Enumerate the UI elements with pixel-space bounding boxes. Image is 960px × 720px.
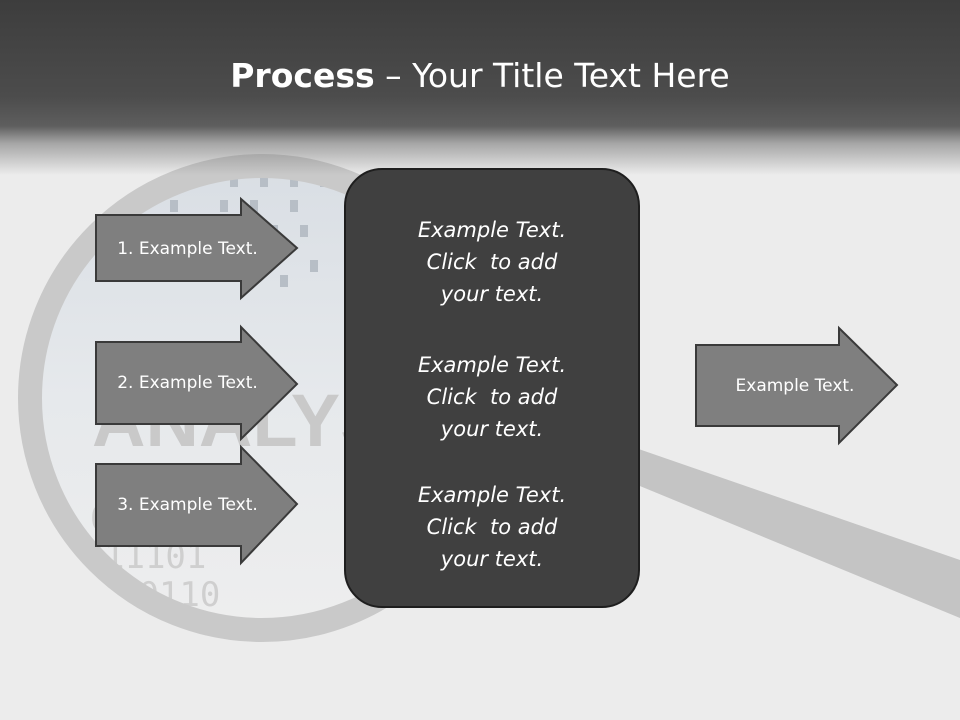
panel-line: your text.	[440, 417, 544, 441]
slide-title[interactable]: Process – Your Title Text Here	[0, 52, 960, 100]
right-arrow-shape-icon	[95, 444, 299, 566]
panel-line: your text.	[440, 547, 544, 571]
panel-text-block-3[interactable]: Example Text. Click to add your text.	[346, 479, 638, 575]
title-bar	[0, 0, 960, 175]
panel-text-block-1[interactable]: Example Text. Click to add your text.	[346, 214, 638, 310]
right-arrow-shape-icon	[95, 196, 299, 301]
step-arrow-1[interactable]: 1. Example Text.	[95, 196, 300, 301]
panel-line: Example Text.	[417, 218, 567, 242]
right-arrow-shape-icon	[695, 325, 899, 446]
panel-text-block-2[interactable]: Example Text. Click to add your text.	[346, 349, 638, 445]
title-rest: – Your Title Text Here	[374, 56, 730, 95]
step-arrow-label: 2. Example Text.	[117, 373, 258, 393]
panel-line: Click to add	[426, 385, 558, 409]
step-arrow-label: 3. Example Text.	[117, 495, 258, 515]
panel-line: Click to add	[426, 515, 558, 539]
process-panel[interactable]: Example Text. Click to add your text. Ex…	[344, 168, 640, 608]
panel-line: Example Text.	[417, 483, 567, 507]
panel-line: Click to add	[426, 250, 558, 274]
step-arrow-2[interactable]: 2. Example Text.	[95, 324, 300, 442]
output-arrow[interactable]: Example Text.	[695, 325, 900, 446]
step-arrow-label: 1. Example Text.	[117, 239, 258, 259]
panel-line: Example Text.	[417, 353, 567, 377]
right-arrow-shape-icon	[95, 324, 299, 442]
output-arrow-label: Example Text.	[735, 376, 855, 396]
step-arrow-3[interactable]: 3. Example Text.	[95, 444, 300, 566]
panel-line: your text.	[440, 282, 544, 306]
title-bold: Process	[230, 56, 375, 95]
